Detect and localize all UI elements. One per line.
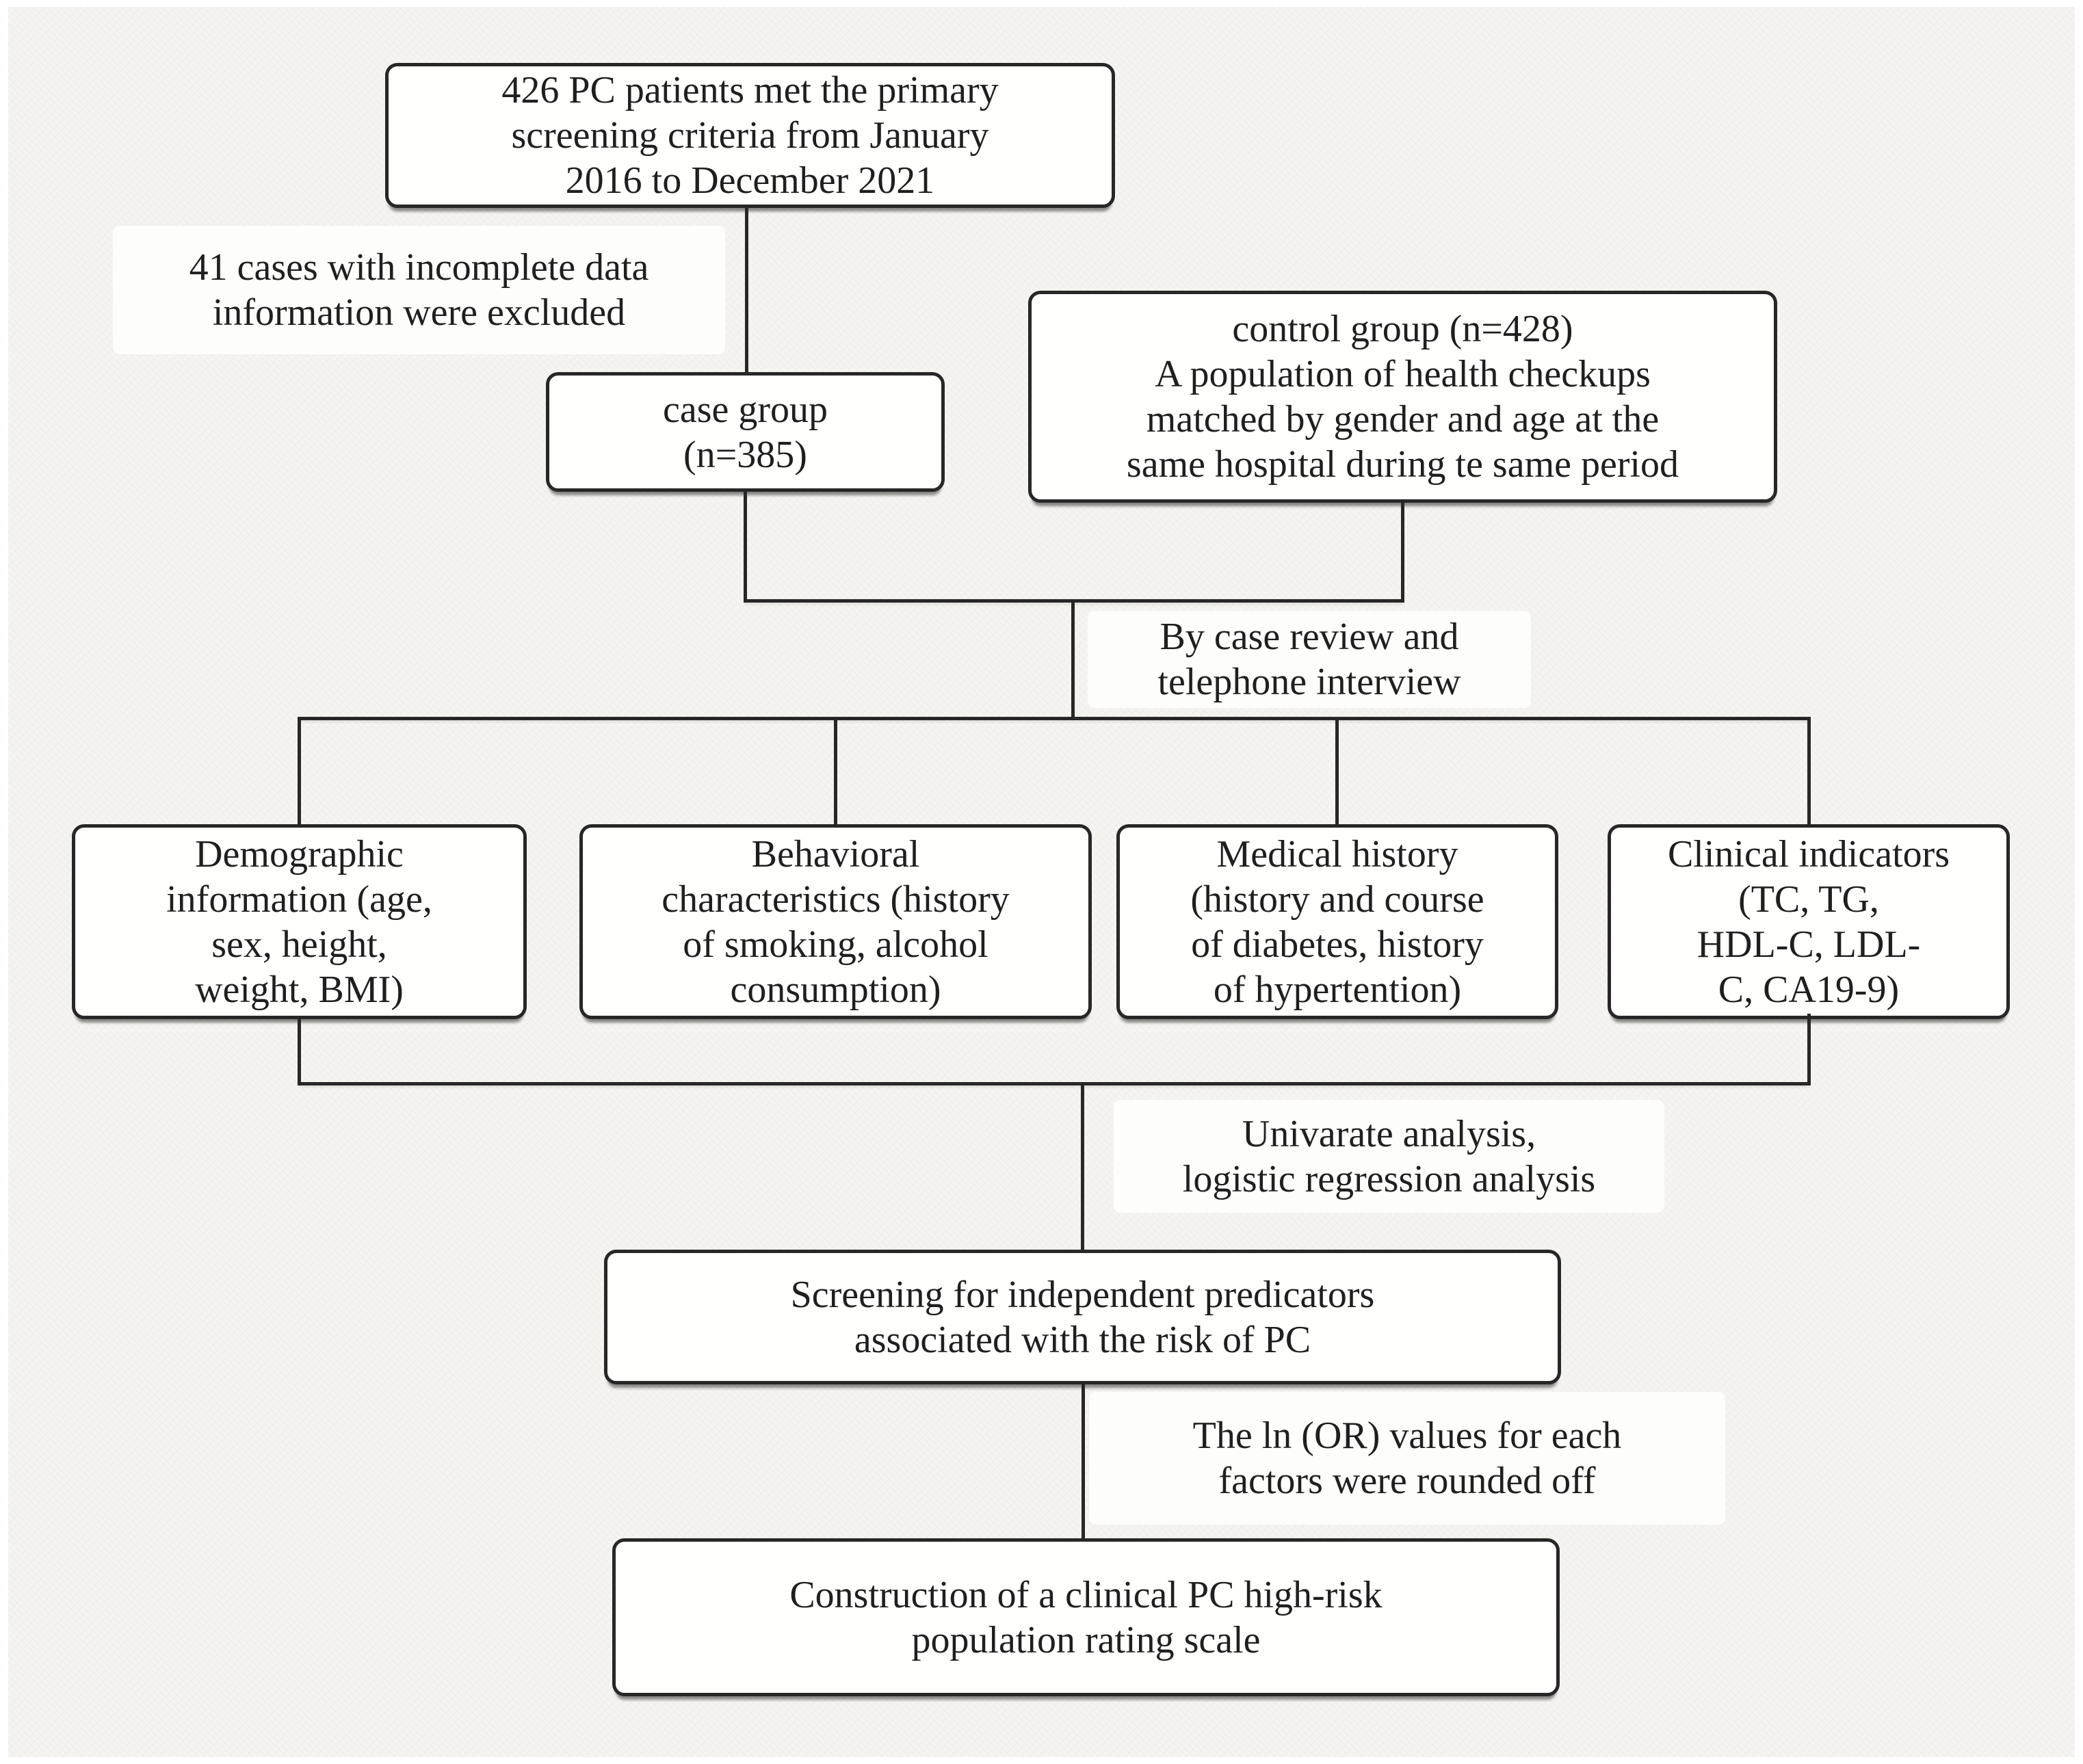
box-medical-history-line3: of diabetes, history	[1191, 923, 1484, 966]
label-case-review-line1: By case review and	[1160, 616, 1459, 658]
box-medical-history-line1: Medical history	[1216, 832, 1458, 876]
label-univariate-analysis-line2: logistic regression analysis	[1182, 1157, 1596, 1200]
connector-screening-to-construction	[1082, 1384, 1085, 1545]
box-control-group: control group (n=428) A population of he…	[1028, 291, 1777, 503]
box-clinical-indicators-line2: (TC, TG,	[1738, 878, 1879, 921]
label-excluded-cases-line1: 41 cases with incomplete data	[189, 246, 649, 289]
connector-initial-to-case-group	[745, 208, 748, 372]
connector-case-group-down	[744, 492, 747, 603]
box-control-group-line4: same hospital during te same period	[1126, 443, 1679, 486]
flowchart-canvas: 426 PC patients met the primary screenin…	[8, 7, 2075, 1757]
box-medical-history: Medical history (history and course of d…	[1116, 824, 1558, 1019]
box-screening-predictors: Screening for independent predicators as…	[604, 1250, 1561, 1384]
box-clinical-indicators-line3: HDL-C, LDL-	[1696, 923, 1921, 966]
box-demographic-line2: information (age,	[166, 878, 432, 921]
connector-bracket-stem	[1081, 1082, 1084, 1250]
label-ln-or-rounding: The ln (OR) values for each factors were…	[1089, 1392, 1725, 1525]
connector-drop-demographic	[298, 717, 301, 824]
box-behavioral-line3: of smoking, alcohol	[683, 923, 988, 966]
box-medical-history-line2: (history and course	[1190, 878, 1484, 921]
connector-distribution-horizontal	[298, 717, 1811, 720]
connector-clinical-down	[1807, 1014, 1811, 1085]
box-behavioral: Behavioral characteristics (history of s…	[579, 824, 1092, 1019]
label-excluded-cases-line2: information were excluded	[212, 291, 626, 334]
box-initial-patients: 426 PC patients met the primary screenin…	[385, 63, 1115, 208]
box-behavioral-line2: characteristics (history	[661, 878, 1010, 921]
box-screening-predictors-line1: Screening for independent predicators	[790, 1273, 1375, 1316]
box-construction-rating-scale: Construction of a clinical PC high-risk …	[612, 1538, 1560, 1696]
connector-drop-behavioral	[834, 717, 837, 824]
label-ln-or-rounding-line2: factors were rounded off	[1218, 1460, 1596, 1502]
box-construction-rating-scale-line2: population rating scale	[911, 1618, 1261, 1661]
box-clinical-indicators-line1: Clinical indicators	[1667, 832, 1950, 876]
box-case-group-line1: case group	[662, 388, 828, 431]
label-excluded-cases: 41 cases with incomplete data informatio…	[113, 226, 725, 354]
connector-control-group-down	[1401, 503, 1404, 603]
box-clinical-indicators-line4: C, CA19-9)	[1718, 968, 1900, 1011]
box-initial-patients-line3: 2016 to December 2021	[565, 159, 935, 202]
box-demographic-line3: sex, height,	[211, 923, 387, 966]
box-case-group-line2: (n=385)	[683, 433, 807, 476]
box-behavioral-line1: Behavioral	[751, 832, 920, 876]
label-univariate-analysis: Univarate analysis, logistic regression …	[1114, 1100, 1664, 1213]
connector-drop-medical	[1335, 717, 1339, 824]
box-control-group-line1: control group (n=428)	[1232, 308, 1573, 350]
box-demographic: Demographic information (age, sex, heigh…	[72, 824, 527, 1019]
label-ln-or-rounding-line1: The ln (OR) values for each	[1192, 1414, 1622, 1457]
box-initial-patients-line2: screening criteria from January	[511, 114, 989, 157]
box-screening-predictors-line2: associated with the risk of PC	[854, 1318, 1311, 1361]
label-univariate-analysis-line1: Univarate analysis,	[1242, 1112, 1536, 1155]
connector-merge-stem	[1071, 599, 1075, 720]
connector-demographic-down	[298, 1019, 301, 1085]
box-initial-patients-line1: 426 PC patients met the primary	[501, 69, 999, 111]
box-case-group: case group (n=385)	[546, 372, 945, 492]
box-demographic-line1: Demographic	[195, 832, 404, 876]
label-case-review-line2: telephone interview	[1157, 661, 1461, 703]
box-demographic-line4: weight, BMI)	[195, 968, 404, 1011]
connector-bracket-horizontal	[298, 1082, 1811, 1085]
connector-drop-clinical	[1807, 717, 1811, 824]
label-case-review: By case review and telephone interview	[1088, 611, 1531, 708]
box-clinical-indicators: Clinical indicators (TC, TG, HDL-C, LDL-…	[1608, 824, 2010, 1019]
box-behavioral-line4: consumption)	[730, 968, 941, 1011]
box-construction-rating-scale-line1: Construction of a clinical PC high-risk	[789, 1573, 1383, 1616]
box-control-group-line2: A population of health checkups	[1155, 353, 1651, 395]
box-control-group-line3: matched by gender and age at the	[1146, 398, 1660, 440]
box-medical-history-line4: of hypertention)	[1213, 968, 1462, 1011]
